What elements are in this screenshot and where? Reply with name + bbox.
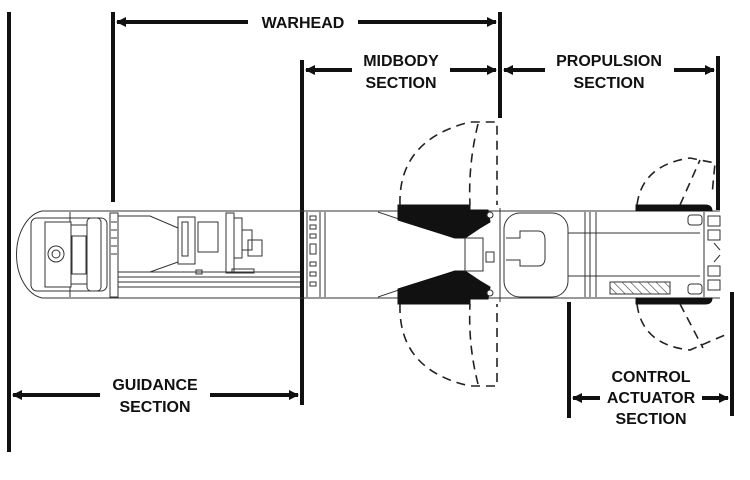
warhead-fill-top (397, 204, 491, 239)
control-actuator-dimension: CONTROL ACTUATOR SECTION (572, 369, 729, 428)
tail-fin-root-top (635, 204, 713, 212)
midbody-label-line2: SECTION (365, 75, 436, 92)
midbody-label-line1: MIDBODY (363, 53, 439, 70)
warhead-dimension: WARHEAD (116, 15, 497, 32)
dimension-lines (7, 12, 734, 452)
guidance-label-line1: GUIDANCE (112, 377, 198, 394)
warhead-label: WARHEAD (262, 15, 345, 32)
coupling-ring (306, 212, 326, 297)
deployed-fins (399, 121, 726, 387)
seeker-assembly (30, 212, 108, 297)
midbody-wing-swing-bottom (399, 303, 498, 387)
midbody-wing-swing-top (399, 121, 498, 206)
warhead-charge (377, 204, 501, 305)
tail-fin-root-bottom (635, 297, 713, 305)
seeker-lens-icon (47, 245, 65, 263)
tail-fin-swing-top (636, 157, 716, 206)
propulsion-dimension: PROPULSION SECTION (503, 53, 715, 92)
launch-motor (503, 204, 713, 305)
guidance-dimension: GUIDANCE SECTION (12, 377, 299, 416)
warhead-fill-bottom (397, 270, 491, 305)
guidance-electronics (109, 212, 300, 298)
guidance-label-line2: SECTION (119, 399, 190, 416)
actuator-label-line1: CONTROL (611, 369, 690, 386)
tail-fin-swing-bottom (636, 303, 726, 351)
propulsion-label-line2: SECTION (573, 75, 644, 92)
midbody-dimension: MIDBODY SECTION (305, 53, 497, 92)
flight-motor-grain (609, 281, 671, 295)
nose-dome (16, 210, 43, 299)
actuator-label-line2: ACTUATOR (607, 390, 696, 407)
actuator-tail (707, 215, 721, 291)
actuator-label-line3: SECTION (615, 411, 686, 428)
propulsion-label-line1: PROPULSION (556, 53, 662, 70)
missile-body (16, 204, 721, 305)
